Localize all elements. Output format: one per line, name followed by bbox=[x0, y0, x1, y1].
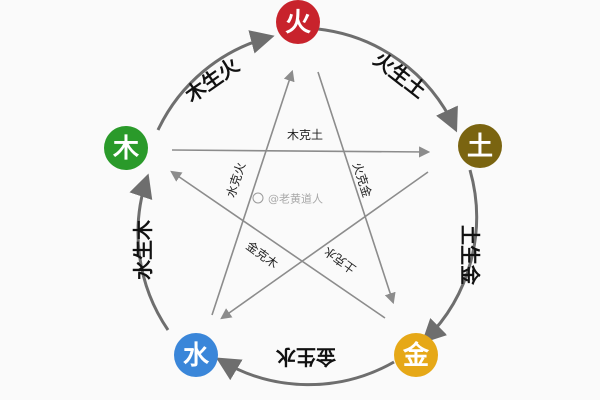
element-fire-label: 火 bbox=[285, 8, 311, 38]
line-earth-controls-water bbox=[220, 171, 429, 320]
label-wood-generates-fire: 木生火 bbox=[180, 52, 245, 107]
element-earth-node: 土 bbox=[458, 124, 502, 168]
element-metal-label: 金 bbox=[402, 340, 430, 371]
arc-metal-to-water bbox=[215, 357, 395, 387]
element-earth-label: 土 bbox=[467, 132, 493, 162]
label-fire-generates-earth: 火生土 bbox=[369, 47, 431, 103]
element-water-label: 水 bbox=[183, 341, 210, 371]
label-earth-controls-water: 土克水 bbox=[321, 244, 358, 276]
element-water-node: 水 bbox=[174, 333, 218, 377]
element-wood-node: 木 bbox=[104, 126, 148, 170]
arc-wood-to-fire bbox=[156, 30, 275, 131]
arc-water-to-wood bbox=[129, 173, 170, 331]
generating-cycle bbox=[129, 27, 479, 387]
arc-earth-to-metal bbox=[421, 169, 479, 344]
line-wood-controls-earth bbox=[171, 146, 431, 158]
watermark-text: @老黄道人 bbox=[268, 192, 323, 206]
label-water-controls-fire: 水克火 bbox=[224, 161, 248, 200]
label-earth-generates-metal: 土生金 bbox=[458, 225, 482, 286]
line-water-controls-fire bbox=[211, 69, 295, 316]
controlling-star bbox=[170, 69, 431, 320]
label-water-generates-wood: 水生木 bbox=[131, 219, 155, 280]
element-fire-node: 火 bbox=[276, 0, 320, 44]
element-metal-node: 金 bbox=[394, 333, 438, 377]
element-wood-label: 木 bbox=[112, 134, 139, 164]
arc-fire-to-earth bbox=[317, 27, 458, 133]
weibo-icon bbox=[252, 192, 264, 204]
label-metal-generates-water: 金生水 bbox=[275, 345, 337, 369]
label-wood-controls-earth: 木克土 bbox=[287, 128, 323, 142]
line-metal-controls-wood bbox=[170, 170, 386, 319]
line-fire-controls-metal bbox=[317, 71, 396, 305]
watermark: @老黄道人 bbox=[252, 192, 323, 206]
